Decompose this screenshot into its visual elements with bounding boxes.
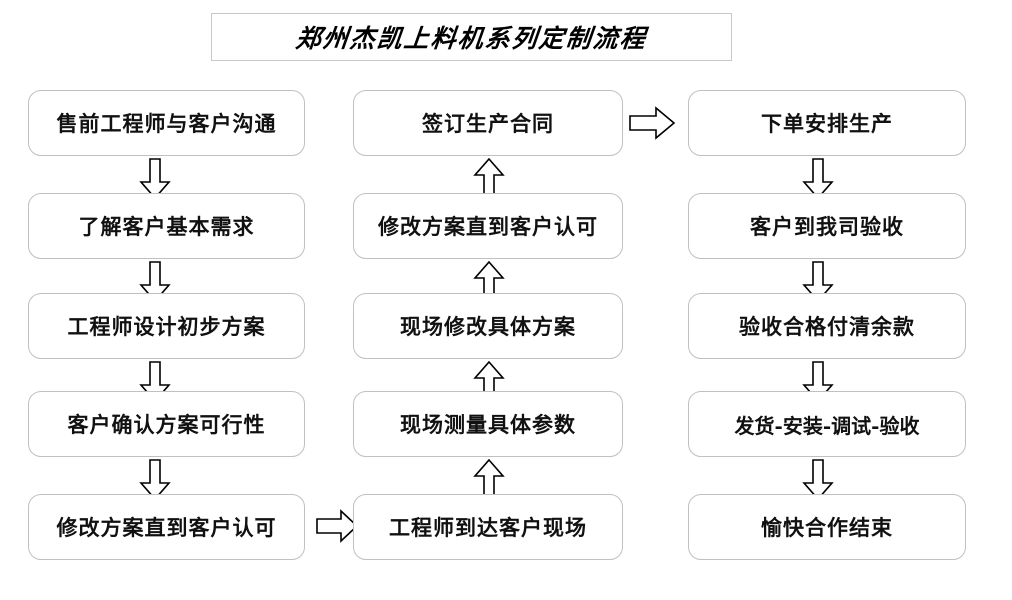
node-label: 客户到我司验收 xyxy=(750,214,904,239)
node-label: 发货-安装-调试-验收 xyxy=(734,413,920,438)
node-pay-balance-after-acceptance[interactable]: 验收合格付清余款 xyxy=(688,293,966,359)
node-pleasant-cooperation-end[interactable]: 愉快合作结束 xyxy=(688,494,966,560)
flowchart-title-box: 郑州杰凯上料机系列定制流程 xyxy=(211,13,732,61)
node-onsite-measure-parameters[interactable]: 现场测量具体参数 xyxy=(353,391,623,457)
node-label: 工程师到达客户现场 xyxy=(389,515,587,540)
node-engineer-initial-design[interactable]: 工程师设计初步方案 xyxy=(28,293,305,359)
node-customer-inspection-at-factory[interactable]: 客户到我司验收 xyxy=(688,193,966,259)
node-label: 工程师设计初步方案 xyxy=(67,314,266,339)
node-revise-until-approved-left[interactable]: 修改方案直到客户认可 xyxy=(28,494,305,560)
node-sign-production-contract[interactable]: 签订生产合同 xyxy=(353,90,623,156)
node-label: 售前工程师与客户沟通 xyxy=(56,111,277,136)
node-revise-until-approved-middle[interactable]: 修改方案直到客户认可 xyxy=(353,193,623,259)
arrow-right-4 xyxy=(801,459,835,501)
node-label: 验收合格付清余款 xyxy=(739,314,915,339)
node-customer-confirm-feasibility[interactable]: 客户确认方案可行性 xyxy=(28,391,305,457)
node-label: 现场修改具体方案 xyxy=(400,314,576,339)
node-label: 愉快合作结束 xyxy=(761,515,893,540)
node-label: 现场测量具体参数 xyxy=(400,412,576,437)
node-presales-communication[interactable]: 售前工程师与客户沟通 xyxy=(28,90,305,156)
node-label: 了解客户基本需求 xyxy=(78,214,255,239)
arrow-left-1 xyxy=(138,158,172,200)
node-onsite-revise-plan[interactable]: 现场修改具体方案 xyxy=(353,293,623,359)
arrow-right-1 xyxy=(801,158,835,200)
node-engineer-arrive-onsite[interactable]: 工程师到达客户现场 xyxy=(353,494,623,560)
node-label: 签订生产合同 xyxy=(422,111,554,136)
node-label: 下单安排生产 xyxy=(761,111,893,136)
node-label: 修改方案直到客户认可 xyxy=(378,214,598,239)
node-ship-install-debug-accept[interactable]: 发货-安装-调试-验收 xyxy=(688,391,966,457)
page-title: 郑州杰凯上料机系列定制流程 xyxy=(294,24,649,53)
arrow-left-to-middle xyxy=(315,508,359,544)
arrow-middle-to-right xyxy=(628,105,676,141)
node-label: 客户确认方案可行性 xyxy=(67,412,266,437)
arrow-left-4 xyxy=(138,459,172,501)
node-place-order-arrange-production[interactable]: 下单安排生产 xyxy=(688,90,966,156)
node-label: 修改方案直到客户认可 xyxy=(56,515,277,540)
node-understand-requirements[interactable]: 了解客户基本需求 xyxy=(28,193,305,259)
